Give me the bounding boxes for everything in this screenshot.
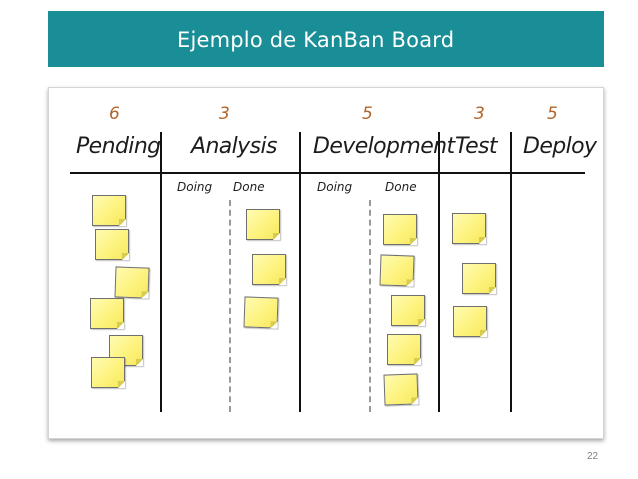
slide-title: Ejemplo de KanBan Board (177, 28, 455, 52)
column-divider-analysis-development (299, 132, 301, 412)
title-bar: Ejemplo de KanBan Board (48, 11, 604, 67)
wip-limit-deploy: 5 (547, 104, 558, 124)
sticky-note[interactable] (383, 373, 419, 406)
wip-limit-analysis: 3 (219, 104, 230, 124)
sticky-note[interactable] (92, 195, 126, 226)
wip-limit-development: 5 (362, 104, 373, 124)
column-divider-pending-analysis (160, 132, 162, 412)
wip-limit-pending: 6 (109, 104, 120, 124)
sticky-note[interactable] (387, 334, 421, 365)
header-divider-line (70, 172, 585, 174)
sticky-note[interactable] (114, 266, 150, 299)
sticky-note[interactable] (453, 306, 487, 337)
kanban-board: 6 3 5 3 5 Pending Analysis Development T… (48, 87, 604, 439)
subcolumn-header-development-doing: Doing (317, 180, 353, 194)
sticky-note[interactable] (462, 263, 496, 294)
subcolumn-header-analysis-doing: Doing (177, 180, 213, 194)
sticky-note[interactable] (379, 254, 415, 287)
subcolumn-divider-development (369, 200, 371, 412)
wip-limit-test: 3 (474, 104, 485, 124)
column-header-pending: Pending (76, 134, 161, 159)
column-header-deploy: Deploy (523, 134, 597, 159)
subcolumn-header-analysis-done: Done (233, 180, 265, 194)
sticky-note[interactable] (95, 229, 129, 260)
column-header-development: Development (313, 134, 455, 159)
sticky-note[interactable] (252, 254, 286, 285)
subcolumn-header-development-done: Done (385, 180, 417, 194)
sticky-note[interactable] (246, 209, 280, 240)
column-header-analysis: Analysis (191, 134, 277, 159)
sticky-note[interactable] (90, 298, 124, 329)
column-divider-development-test (438, 132, 440, 412)
sticky-note[interactable] (91, 357, 125, 388)
column-divider-test-deploy (510, 132, 512, 412)
sticky-note[interactable] (391, 295, 425, 326)
sticky-note[interactable] (452, 213, 486, 244)
sticky-note[interactable] (383, 214, 417, 245)
page-number: 22 (587, 451, 599, 462)
subcolumn-divider-analysis (229, 200, 231, 412)
column-header-test: Test (455, 134, 498, 159)
sticky-note[interactable] (243, 296, 279, 329)
